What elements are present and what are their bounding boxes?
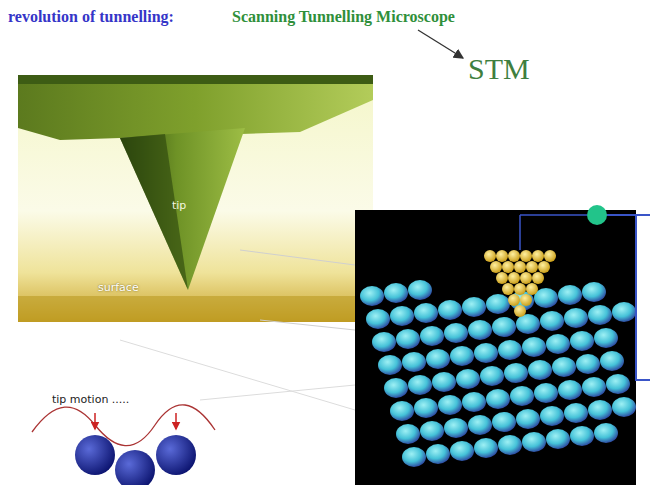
surface-atom — [528, 360, 552, 380]
surface-atom — [402, 352, 426, 372]
surface-atom — [378, 355, 402, 375]
surface-atom — [582, 282, 606, 302]
tip-atom — [508, 272, 520, 284]
surface-atom — [594, 328, 618, 348]
surface-atom — [534, 383, 558, 403]
part-label: tip — [172, 200, 186, 212]
tip-atom — [520, 272, 532, 284]
surface-atom — [492, 317, 516, 337]
surface-atom — [492, 412, 516, 432]
surface-atom — [456, 369, 480, 389]
tip-atom — [520, 294, 532, 306]
tip-atom — [514, 283, 526, 295]
tip-atom — [496, 250, 508, 262]
surface-atom — [402, 447, 426, 467]
surface-atom — [384, 378, 408, 398]
surface-atom — [486, 389, 510, 409]
surface-atom — [360, 286, 384, 306]
surface-atom — [600, 351, 624, 371]
surface-atom — [420, 421, 444, 441]
surface-atom — [582, 377, 606, 397]
surface-atom — [606, 374, 630, 394]
surface-atom — [450, 346, 474, 366]
tip-atom — [496, 272, 508, 284]
surface-atom — [558, 380, 582, 400]
surface-atom — [396, 424, 420, 444]
surface-atom — [426, 349, 450, 369]
surface-atom — [462, 392, 486, 412]
surface-atom — [444, 418, 468, 438]
tip-atom — [526, 283, 538, 295]
surface-atom — [474, 438, 498, 458]
surface-atom — [486, 294, 510, 314]
surface-atom — [372, 332, 396, 352]
acronym-label: STM — [468, 52, 530, 85]
tip-atom — [514, 261, 526, 273]
surface-atom — [612, 397, 636, 417]
surface-atom — [504, 363, 528, 383]
surface-atom — [390, 306, 414, 326]
tip-atom — [508, 294, 520, 306]
tip-atom — [526, 261, 538, 273]
tip-atom — [532, 272, 544, 284]
surface-atom — [474, 343, 498, 363]
surface-atom — [588, 400, 612, 420]
surface-atom — [564, 403, 588, 423]
title: revolution of tunnelling: — [8, 8, 174, 26]
surface-atom — [570, 331, 594, 351]
surface-atom — [552, 357, 576, 377]
surface-atom — [384, 283, 408, 303]
surface-atom — [570, 426, 594, 446]
surface-atom — [498, 340, 522, 360]
note-label: tip motion ..... — [50, 394, 131, 406]
surface-atom — [576, 354, 600, 374]
surface-atom — [426, 444, 450, 464]
tip-atom — [514, 305, 526, 317]
surface-atom — [468, 320, 492, 340]
tip-atom — [502, 261, 514, 273]
surface-atom — [396, 329, 420, 349]
surface-atom — [438, 395, 462, 415]
surface-atom — [498, 435, 522, 455]
surface-atom — [432, 372, 456, 392]
surface-atom — [516, 409, 540, 429]
surface-atom — [522, 432, 546, 452]
tip-atom — [508, 250, 520, 262]
surface-atom — [612, 302, 636, 322]
surface-atom — [522, 337, 546, 357]
surface-atom — [564, 308, 588, 328]
surface-atom — [408, 375, 432, 395]
surface-atom — [480, 366, 504, 386]
tip-atom — [544, 250, 556, 262]
surface-atom — [366, 309, 390, 329]
surface-atom — [516, 314, 540, 334]
surface-atom — [462, 297, 486, 317]
tip-atom — [502, 283, 514, 295]
surface-atom — [546, 334, 570, 354]
tip-atom — [484, 250, 496, 262]
surface-atom — [588, 305, 612, 325]
surface-atom — [408, 280, 432, 300]
part-label: surface — [98, 282, 139, 294]
surface-atom — [540, 406, 564, 426]
surface-atom — [414, 398, 438, 418]
surface-atom — [540, 311, 564, 331]
surface-atom — [420, 326, 444, 346]
surface-atom — [558, 285, 582, 305]
heading-label: Scanning Tunnelling Microscope — [232, 8, 455, 26]
surface-atom — [468, 415, 492, 435]
surface-atom — [390, 401, 414, 421]
surface-atom — [594, 423, 618, 443]
surface-atom — [414, 303, 438, 323]
tip-atom — [520, 250, 532, 262]
surface-atom — [546, 429, 570, 449]
surface-atom — [450, 441, 474, 461]
tip-atom — [532, 250, 544, 262]
tip-atom — [490, 261, 502, 273]
surface-atom — [510, 386, 534, 406]
surface-atom — [444, 323, 468, 343]
surface-atom — [438, 300, 462, 320]
tip-atom — [538, 261, 550, 273]
